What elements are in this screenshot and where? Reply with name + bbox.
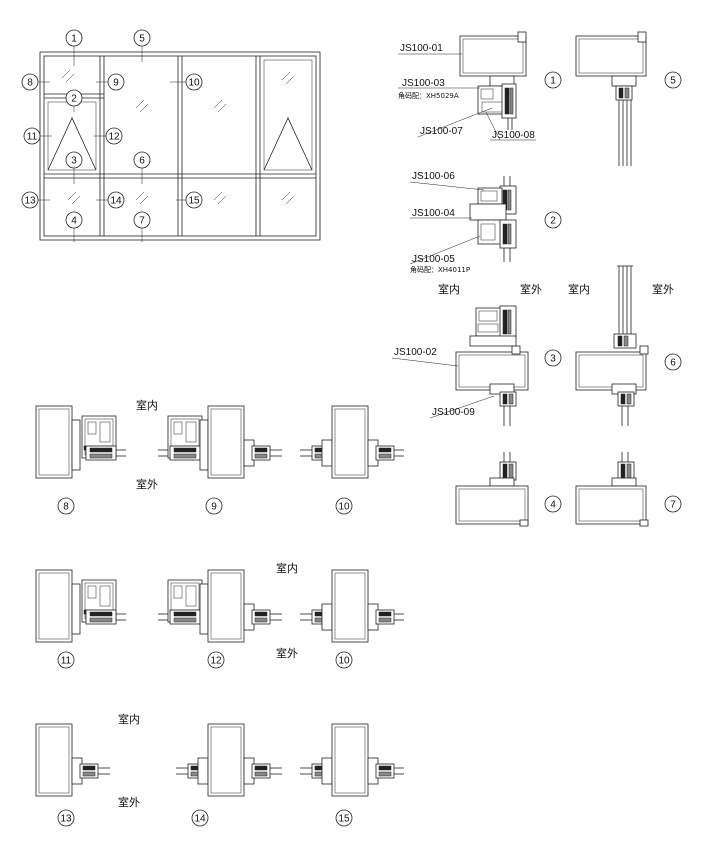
section-6-number: 6 <box>670 358 676 369</box>
part-js100-05: JS100-05 <box>412 254 455 265</box>
section-1-number: 1 <box>550 76 556 87</box>
section-14: 14 <box>176 723 282 827</box>
elevation-callouts: 1 5 8 9 10 2 11 12 3 6 13 14 15 4 7 <box>21 29 203 229</box>
section-6: 6 <box>575 265 682 426</box>
callout-12: 12 <box>108 132 120 143</box>
section-15-number: 15 <box>338 814 350 825</box>
outdoor-label-row3: 室外 <box>118 795 140 809</box>
section-4: 4 <box>455 452 562 527</box>
part-js100-06: JS100-06 <box>412 171 455 182</box>
section-5-number: 5 <box>670 76 676 87</box>
callout-6: 6 <box>139 156 145 167</box>
section-2-number: 2 <box>550 216 556 227</box>
callout-7: 7 <box>139 216 145 227</box>
outdoor-label-s6: 室外 <box>652 282 674 296</box>
section-2: 2 JS100-06 JS100-04 JS100-05 角码配：XH4011P <box>409 171 562 274</box>
section-11-number: 11 <box>61 656 72 667</box>
section-9-number: 9 <box>211 502 217 513</box>
part-js100-02: JS100-02 <box>394 347 437 358</box>
part-js100-03: JS100-03 <box>402 78 445 89</box>
part-js100-08: JS100-08 <box>492 130 535 141</box>
indoor-label-row2: 室内 <box>276 561 298 575</box>
section-10-number: 10 <box>338 502 350 513</box>
section-10-row2-number: 10 <box>338 656 350 667</box>
part-js100-03-note: 角码配：XH5029A <box>398 91 459 100</box>
indoor-label-s6: 室内 <box>568 282 590 296</box>
section-3-number: 3 <box>550 354 556 365</box>
section-12: 12 <box>158 569 282 669</box>
section-11: 11 <box>35 569 126 669</box>
section-4-number: 4 <box>550 500 556 511</box>
callout-8: 8 <box>27 78 33 89</box>
callout-3: 3 <box>71 156 77 167</box>
section-12-number: 12 <box>210 656 222 667</box>
section-9: 9 <box>158 405 282 515</box>
section-8: 8 <box>35 405 126 515</box>
section-10-row1: 10 <box>300 405 404 515</box>
callout-1: 1 <box>71 34 77 45</box>
section-7: 7 <box>575 452 682 527</box>
outdoor-label-s3: 室外 <box>520 282 542 296</box>
indoor-label-s3: 室内 <box>438 282 460 296</box>
callout-5: 5 <box>139 34 145 45</box>
callout-9: 9 <box>113 78 119 89</box>
section-1: 1 JS100-01 JS100-03 角码配：XH5029A JS100-07… <box>398 31 562 141</box>
part-js100-04: JS100-04 <box>412 208 455 219</box>
callout-10: 10 <box>188 78 200 89</box>
section-14-number: 14 <box>194 814 206 825</box>
section-10-row2: 10 <box>300 569 404 669</box>
section-13-number: 13 <box>60 814 72 825</box>
window-elevation: 1 5 8 9 10 2 11 12 3 6 13 14 15 4 7 <box>21 29 321 242</box>
callout-13: 13 <box>24 196 36 207</box>
outdoor-label-row2: 室外 <box>276 646 298 660</box>
callout-2: 2 <box>71 94 77 105</box>
outdoor-label-row1: 室外 <box>136 477 158 491</box>
section-7-number: 7 <box>670 500 676 511</box>
part-js100-07: JS100-07 <box>420 126 463 137</box>
section-15: 15 <box>300 723 404 827</box>
part-js100-05-note: 角码配：XH4011P <box>410 265 470 274</box>
section-13: 13 <box>35 723 110 827</box>
callout-11: 11 <box>27 132 38 143</box>
section-8-number: 8 <box>63 502 69 513</box>
indoor-label-row3: 室内 <box>118 712 140 726</box>
indoor-label-row1: 室内 <box>136 398 158 412</box>
part-js100-09: JS100-09 <box>432 407 475 418</box>
part-js100-01: JS100-01 <box>400 43 443 54</box>
callout-4: 4 <box>71 216 77 227</box>
section-5: 5 <box>575 31 682 166</box>
section-3: 3 JS100-02 JS100-09 <box>391 305 562 426</box>
callout-14: 14 <box>110 196 122 207</box>
callout-15: 15 <box>188 196 200 207</box>
